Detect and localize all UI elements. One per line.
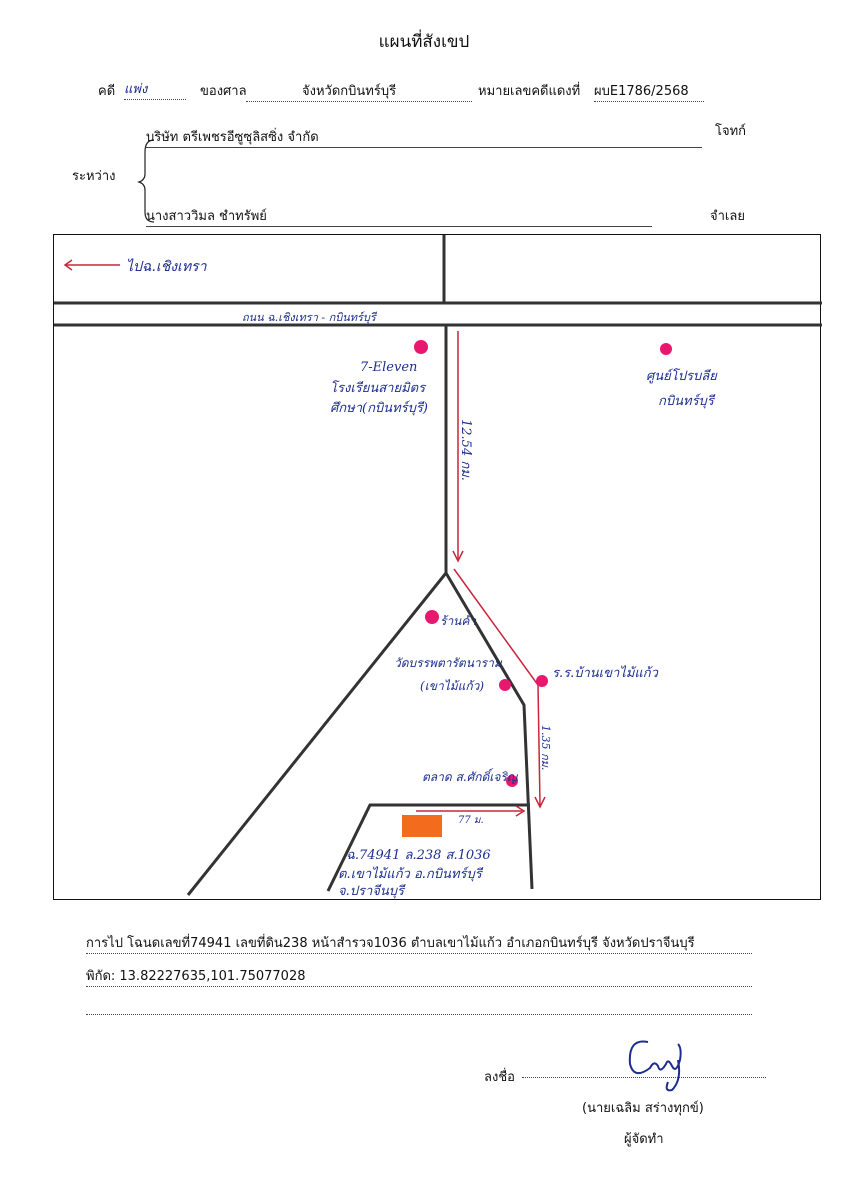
- defendant-value: นางสาววิมล ชำทรัพย์: [146, 209, 267, 224]
- distance-1-label: 12.54 กม.: [458, 419, 473, 481]
- plaintiff-value: บริษัท ตรีเพชรอีซูซุลิสซิ่ง จำกัด: [146, 130, 319, 145]
- left-diagonal-road: [186, 572, 448, 896]
- school-label-2: ศึกษา(กบินทร์บุรี): [330, 400, 428, 416]
- brace: [137, 139, 155, 223]
- plot-lane: [326, 803, 530, 892]
- distance-3-label: 77 ม.: [458, 815, 484, 826]
- document-title: แผนที่สังเขป: [378, 32, 470, 52]
- signature-mark: [628, 1040, 682, 1092]
- defendant-field: นางสาววิมล ชำทรัพย์: [146, 205, 652, 227]
- marker-7-eleven: [414, 340, 428, 354]
- red-case-value: ผบE1786/2568: [594, 84, 689, 99]
- marker-shop: [425, 610, 439, 624]
- school-label-1: โรงเรียนสายมิตร: [330, 380, 427, 396]
- defendant-label: จำเลย: [710, 209, 745, 224]
- to-chachoengsao-label: ไปฉ.เชิงเทรา: [126, 258, 208, 275]
- right-road: [444, 572, 534, 890]
- red-case-field: ผบE1786/2568: [594, 80, 704, 102]
- road-label: ถนน ฉ.เชิงเทรา - กบินทร์บุรี: [242, 311, 378, 324]
- sign-label: ลงชื่อ: [484, 1070, 515, 1085]
- distance-arrow-1: [452, 331, 464, 563]
- between-label: ระหว่าง: [72, 169, 116, 184]
- court-label: ของศาล: [200, 84, 247, 99]
- case-label: คดี: [98, 84, 116, 99]
- case-type-value: แพ่ง: [124, 82, 148, 97]
- landmark-markers: [414, 340, 672, 787]
- school2-label: ร.ร.บ้านเขาไม้แก้ว: [552, 665, 659, 681]
- marker-school2: [536, 675, 548, 687]
- signer-role: ผู้จัดทำ: [624, 1132, 664, 1147]
- case-type-field: แพ่ง: [124, 78, 186, 100]
- seven-eleven-label: 7-Eleven: [360, 360, 417, 375]
- signature-line: [522, 1063, 766, 1078]
- market-label: ตลาด ส.ศักดิ์เจริญ: [422, 768, 519, 784]
- land-label-3: จ.ปราจีนบุรี: [338, 883, 406, 899]
- land-plot: [402, 815, 442, 837]
- center-label-2: กบินทร์บุรี: [658, 393, 716, 409]
- map-drawing: ไปฉ.เชิงเทรา ถนน ฉ.เชิงเทรา - กบินทร์บุร…: [54, 235, 822, 899]
- distance-2-label: 1.35 กม.: [539, 725, 552, 770]
- court-name-value: จังหวัดกบินทร์บุรี: [302, 84, 397, 99]
- signer-name: (นายเฉลิม สร่างทุกข์): [582, 1101, 704, 1116]
- plaintiff-field: บริษัท ตรีเพชรอีซูซุลิสซิ่ง จำกัด: [146, 126, 702, 148]
- blank-dotted-line: [86, 1000, 752, 1015]
- directions-text: การไป โฉนดเลขที่74941 เลขที่ดิน238 หน้าส…: [86, 936, 695, 951]
- plaintiff-label: โจทก์: [715, 124, 747, 139]
- coords-text: พิกัด: 13.82227635,101.75077028: [86, 969, 306, 984]
- marker-market: [506, 775, 518, 787]
- shop-label: ร้านค้า: [440, 614, 477, 628]
- coords-field: พิกัด: 13.82227635,101.75077028: [86, 965, 752, 987]
- arrow-to-chachoengsao: [63, 259, 120, 271]
- court-name-field: จังหวัดกบินทร์บุรี: [246, 80, 472, 102]
- temple-label-2: (เขาไม้แก้ว): [420, 679, 484, 693]
- distance-arrow-3: [416, 805, 526, 817]
- sketch-map: ไปฉ.เชิงเทรา ถนน ฉ.เชิงเทรา - กบินทร์บุร…: [53, 234, 822, 900]
- center-label-1: ศูนย์โปรบลีย: [646, 368, 718, 384]
- temple-label-1: วัดบรรพตารัตนาราม: [394, 656, 503, 670]
- directions-field: การไป โฉนดเลขที่74941 เลขที่ดิน238 หน้าส…: [86, 932, 752, 954]
- marker-temple: [499, 679, 511, 691]
- land-label-1: ฉ.74941 ล.238 ส.1036: [346, 848, 491, 863]
- red-case-label: หมายเลขคดีแดงที่: [478, 84, 581, 99]
- land-label-2: ต.เขาไม้แก้ว อ.กบินทร์บุรี: [338, 866, 484, 882]
- marker-center: [660, 343, 672, 355]
